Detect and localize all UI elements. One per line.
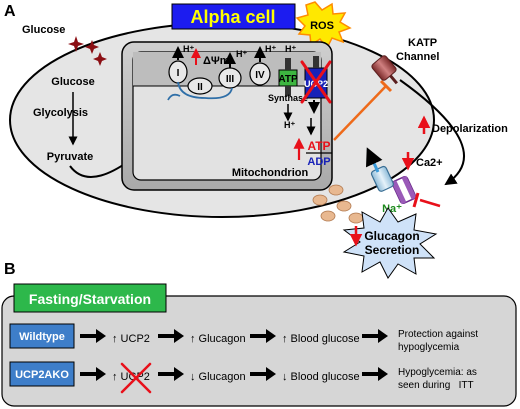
h-plus-iv: H⁺ <box>265 44 276 54</box>
svg-text:I: I <box>177 68 180 79</box>
svg-text:IV: IV <box>255 70 265 81</box>
calcium-channel-icon <box>391 175 417 205</box>
glucagon-secretion-burst <box>342 207 438 279</box>
glucose-outside-label: Glucose <box>22 24 65 36</box>
ucp2ako-label: UCP2AKO <box>15 369 69 381</box>
wildtype-ucp2: ↑ UCP2 <box>112 333 150 345</box>
calcium-inhibition-bar <box>412 192 420 208</box>
wildtype-label: Wildtype <box>19 331 65 343</box>
adp-label: ADP <box>307 156 330 168</box>
panel-b-container <box>1 295 517 407</box>
glucagon-secretion-label-1: Glucagon <box>364 229 419 243</box>
h-plus-matrix: H⁺ <box>284 120 295 130</box>
complex-i: I <box>168 60 188 84</box>
wildtype-glucagon: ↑ Glucagon <box>190 333 246 345</box>
complex-iii: III <box>218 67 242 89</box>
svg-text:II: II <box>197 82 203 93</box>
ros-burst-icon <box>295 1 352 50</box>
sodium-influx-arrow <box>366 147 383 173</box>
svg-text:III: III <box>226 74 235 85</box>
fasting-label-box <box>13 283 167 313</box>
row-1-arrows <box>80 329 388 343</box>
ucp2ako-blood-glucose: ↓ Blood glucose <box>282 371 360 383</box>
ros-label: ROS <box>310 20 334 32</box>
h-plus-synthase: H⁺ <box>285 44 296 54</box>
h-plus-i: H⁺ <box>183 44 194 54</box>
ucp2-cross-icon <box>300 60 332 104</box>
glucagon-granules <box>312 184 364 224</box>
wildtype-outcome-2: hypoglycemia <box>398 342 460 353</box>
katp-channel-label: Channel <box>396 51 439 63</box>
alpha-cell-title: Alpha cell <box>190 7 275 27</box>
glycolysis-label: Glycolysis <box>33 107 88 119</box>
electron-in-arrow <box>167 93 181 101</box>
complex-ii: II <box>187 77 213 95</box>
atp-inhibits-katp-line <box>333 85 387 141</box>
wildtype-blood-glucose: ↑ Blood glucose <box>282 333 360 345</box>
calcium-inhibition-line <box>419 198 441 208</box>
ucp2ako-label-box <box>9 361 75 387</box>
atp-synthase <box>278 58 298 96</box>
wildtype-outcome-1: Protection against <box>398 329 478 340</box>
katp-channel-icon <box>371 55 399 85</box>
complex-iv: IV <box>249 62 271 86</box>
mitochondrion-label: Mitochondrion <box>232 167 309 179</box>
ucp2ako-outcome-1: Hypoglycemia: as <box>398 367 477 378</box>
wildtype-label-box <box>9 323 75 349</box>
ucp2ako-outcome-2: seen during ITT <box>398 380 474 391</box>
katp-label: KATP <box>408 37 437 49</box>
atp-synthase-label-1: ATP <box>278 74 298 85</box>
ucp2ako-glucagon: ↓ Glucagon <box>190 371 246 383</box>
panel-a-label: A <box>4 3 16 20</box>
glucose-sparkle-icons <box>68 36 107 66</box>
electron-path <box>177 81 233 100</box>
glucose-inside-label: Glucose <box>51 76 94 88</box>
katp-to-calcium-arrow <box>399 79 465 186</box>
alpha-cell-title-box <box>171 3 296 30</box>
panel-b-label: B <box>4 261 16 278</box>
atp-synthase-label-2: Synthase <box>268 93 308 103</box>
pyruvate-label: Pyruvate <box>47 151 93 163</box>
calcium-label: Ca2+ <box>416 157 443 169</box>
atp-label: ATP <box>307 139 330 153</box>
h-plus-iii: H⁺ <box>236 49 247 59</box>
row-2-arrows <box>80 367 388 381</box>
katp-inhibition-bar <box>379 79 393 93</box>
glucagon-secretion-label-2: Secretion <box>365 243 420 257</box>
depolarization-label: Depolarization <box>432 123 508 135</box>
fasting-label: Fasting/Starvation <box>29 291 151 307</box>
ucp2ako-cross-icon <box>120 362 152 394</box>
delta-psi-label: ΔΨm <box>203 55 230 67</box>
